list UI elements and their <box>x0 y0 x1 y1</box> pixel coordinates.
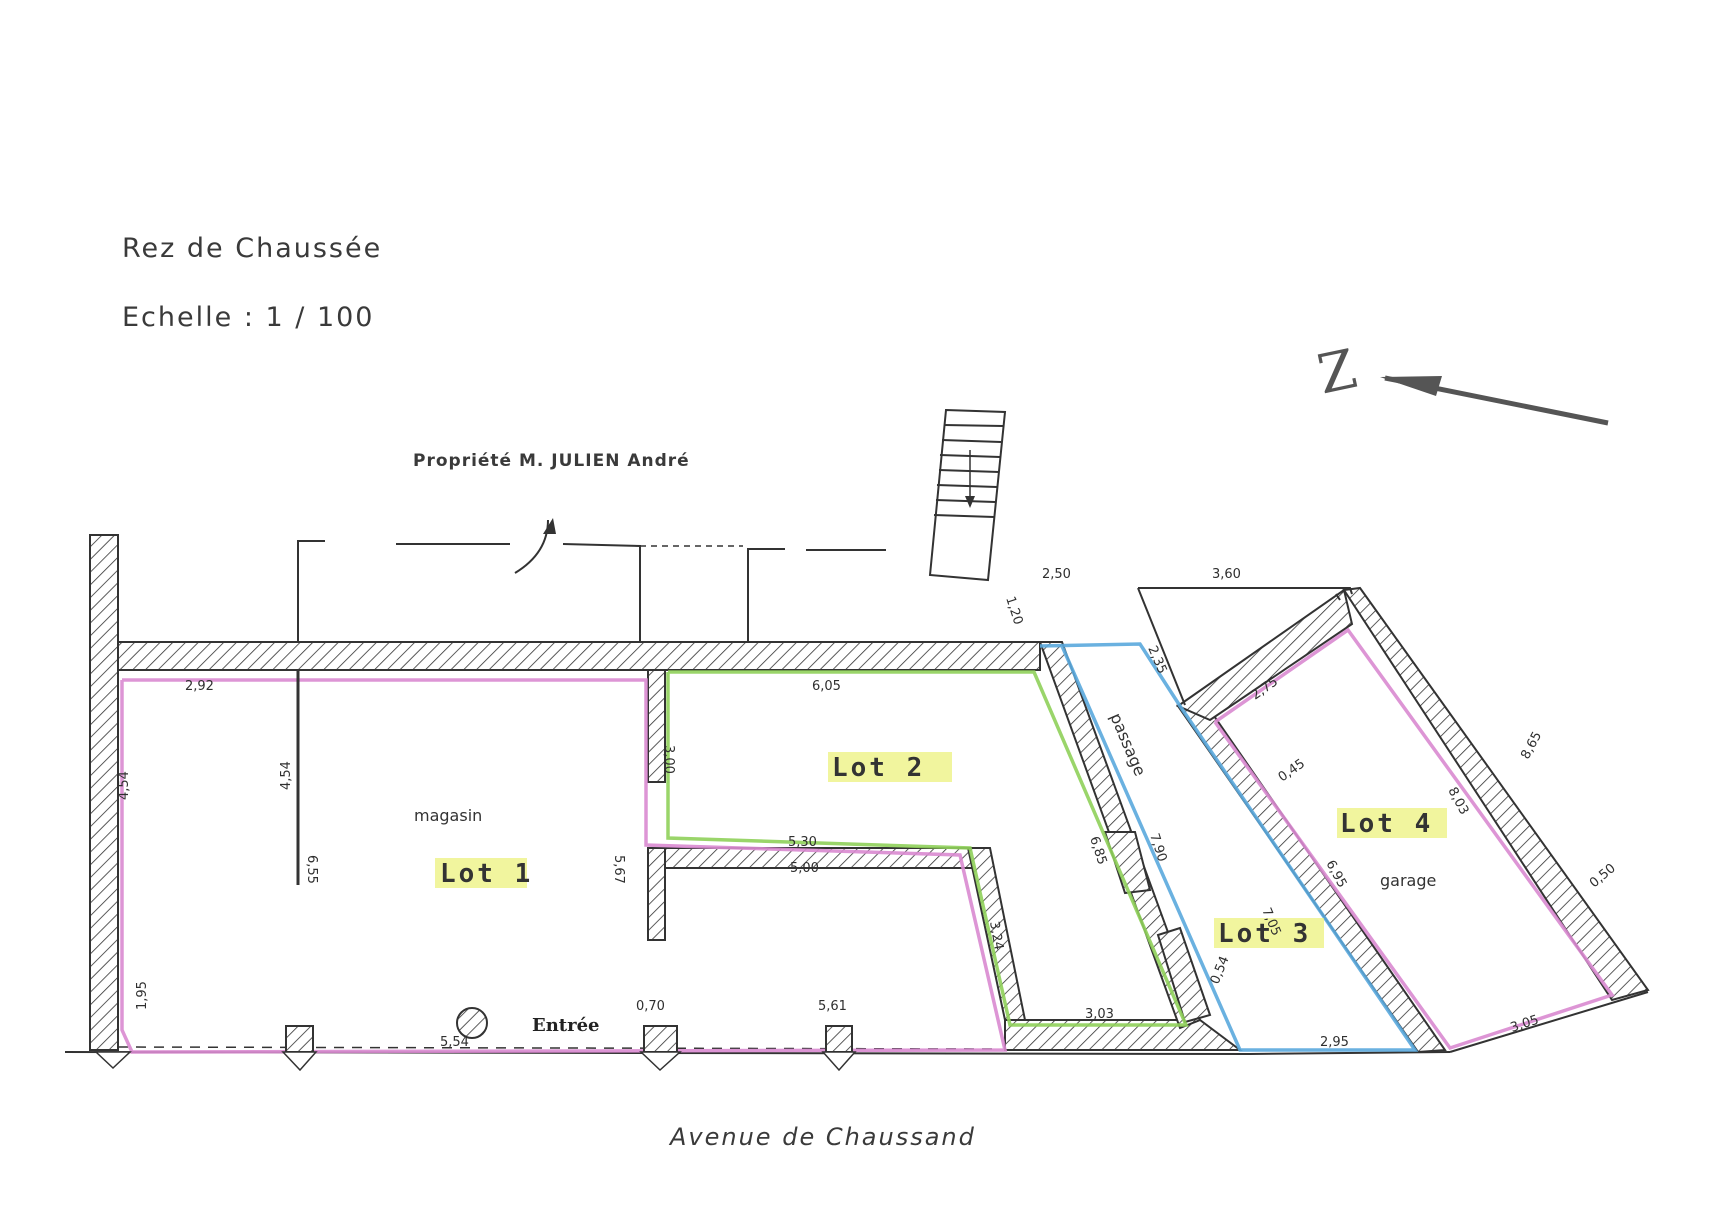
plan-scale: Echelle : 1 / 100 <box>122 302 374 333</box>
north-letter: Z <box>1312 337 1362 406</box>
dim-label: 8,65 <box>1518 729 1545 762</box>
dim-label: 2,35 <box>1144 644 1169 677</box>
staircase <box>928 408 1007 582</box>
room-label-garage: garage <box>1380 871 1436 890</box>
lot-2-label: Lot 2 <box>832 753 925 783</box>
entrance-label: Entrée <box>532 1015 600 1036</box>
dim-label: 1,20 <box>1002 595 1025 627</box>
dim-label: 0,50 <box>1587 861 1619 891</box>
dim-label: 8,03 <box>1444 785 1471 818</box>
dim-label: 3,24 <box>986 920 1006 951</box>
lot-4-highlight <box>1337 808 1447 838</box>
dim-label: 2,95 <box>1320 1035 1349 1050</box>
dim-label: 5,54 <box>440 1035 469 1050</box>
lot-3-highlight <box>1214 918 1324 948</box>
dim-label: 2,92 <box>185 679 214 694</box>
column-icon <box>456 1007 488 1039</box>
stair-direction-arrow-icon <box>965 496 975 508</box>
dim-label: 2,50 <box>1042 567 1071 582</box>
lot-1-label: Lot 1 <box>440 859 533 889</box>
lot-4-label: Lot 4 <box>1340 809 1433 839</box>
dim-label: 5,61 <box>818 999 847 1014</box>
dim-label: 4,54 <box>279 761 294 790</box>
dim-label: 1,95 <box>135 981 150 1010</box>
dim-label: 3,60 <box>1212 567 1241 582</box>
street-label: Avenue de Chaussand <box>668 1123 976 1151</box>
neighbour-property-walls <box>297 518 886 642</box>
facade-pillars <box>94 1007 857 1072</box>
arrow-head-icon <box>1380 376 1442 396</box>
lot-1-outline <box>120 678 1008 1054</box>
lot-2-outline <box>666 670 1189 1027</box>
lot-3-label: Lot 3 <box>1218 919 1311 949</box>
lot-2-highlight <box>828 752 952 782</box>
lot-3-outline <box>1039 642 1419 1052</box>
dim-label: 5,00 <box>790 861 819 876</box>
dim-label: 0,45 <box>1276 756 1308 785</box>
dim-label: 5,30 <box>788 835 817 850</box>
lot-4-outline <box>1213 627 1615 1051</box>
room-label-passage: passage <box>1106 710 1149 779</box>
building-walls <box>89 534 1650 1054</box>
dim-label: 6,05 <box>812 679 841 694</box>
dim-label: 3,00 <box>661 745 676 774</box>
dim-label: 4,54 <box>117 771 132 800</box>
dim-label: 3,05 <box>1509 1013 1541 1036</box>
lot-1-highlight <box>435 858 527 888</box>
dim-label: 0,70 <box>636 999 665 1014</box>
owner-label: Propriété M. JULIEN André <box>413 451 690 471</box>
dim-label: 0,54 <box>1208 954 1233 986</box>
north-arrow: Z <box>1312 337 1609 426</box>
room-label-magasin: magasin <box>414 806 482 825</box>
plan-title: Rez de Chaussée <box>122 233 382 264</box>
dim-label: 5,67 <box>611 855 626 884</box>
dim-label: 6,55 <box>304 855 319 884</box>
door-swing-arrow-icon <box>543 518 556 534</box>
dim-label: 3,03 <box>1085 1007 1114 1022</box>
